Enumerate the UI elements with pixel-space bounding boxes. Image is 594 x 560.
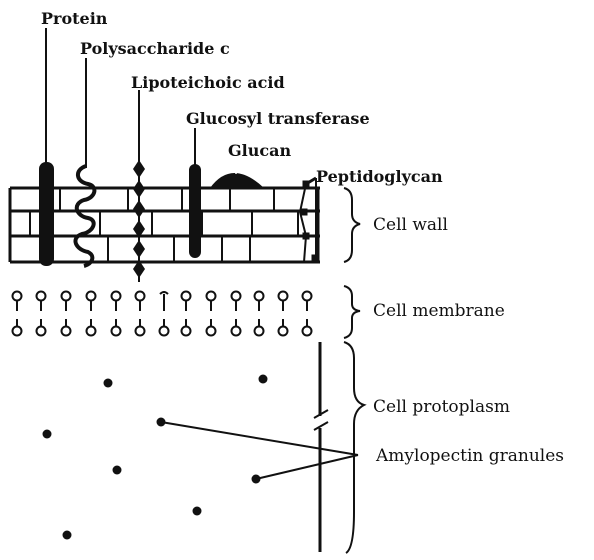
glucosyl-transferase-molecule <box>189 128 201 258</box>
label-cell-membrane: Cell membrane <box>373 301 505 321</box>
phospholipid-up <box>182 292 191 312</box>
phospholipid-down <box>255 319 264 336</box>
phospholipid-down <box>62 319 71 336</box>
brace-cell-protoplasm <box>344 342 364 553</box>
label-cell-wall: Cell wall <box>373 215 448 235</box>
phospholipid-up <box>279 292 288 312</box>
phospholipid-down <box>160 319 169 336</box>
membrane-upper-row <box>13 292 312 312</box>
membrane-lower-row <box>13 319 312 336</box>
cell-wall-layers <box>10 188 320 262</box>
phospholipid-down <box>112 319 121 336</box>
granule-dot <box>113 466 122 475</box>
brick-joints-row-2 <box>30 211 298 236</box>
label-cell-protoplasm: Cell protoplasm <box>373 397 510 417</box>
granule-dot <box>193 507 202 516</box>
label-polysaccharide: Polysaccharide c <box>80 39 230 58</box>
label-lipoteichoic-acid: Lipoteichoic acid <box>131 73 285 92</box>
label-protein: Protein <box>41 9 108 28</box>
brace-cell-wall <box>344 188 360 262</box>
phospholipid-down <box>232 319 241 336</box>
brace-cell-membrane <box>344 286 360 338</box>
region-labels: Cell wall Cell membrane Cell protoplasm … <box>373 215 564 466</box>
amylopectin-leader-lines <box>161 422 358 479</box>
braces <box>344 188 364 553</box>
phospholipid-up <box>62 292 71 312</box>
phospholipid-down <box>87 319 96 336</box>
granule-dot <box>63 531 72 540</box>
label-amylopectin-granules: Amylopectin granules <box>375 446 564 466</box>
granule-dot <box>104 379 113 388</box>
lipoteichoic-molecule <box>133 90 145 282</box>
glucan-dome <box>210 166 264 188</box>
brick-joints-row-1 <box>60 188 274 211</box>
label-glucosyl-transferase: Glucosyl transferase <box>186 109 370 128</box>
protein-molecule <box>39 28 54 266</box>
amylopectin-granules <box>43 375 268 540</box>
phospholipid-up <box>87 292 96 312</box>
phospholipid-down <box>37 319 46 336</box>
phospholipid-down <box>303 319 312 336</box>
granule-dot <box>43 430 52 439</box>
molecule-labels: Protein Polysaccharide c Lipoteichoic ac… <box>41 9 443 186</box>
phospholipid-down <box>136 319 145 336</box>
peptidoglycan-strand <box>300 178 318 262</box>
phospholipid-up <box>303 292 312 312</box>
phospholipid-up <box>112 292 121 312</box>
phospholipid-up <box>37 292 46 312</box>
phospholipid-down <box>182 319 191 336</box>
label-glucan: Glucan <box>228 141 291 160</box>
label-peptidoglycan: Peptidoglycan <box>316 167 443 186</box>
phospholipid-up <box>232 292 241 312</box>
phospholipid-broken <box>160 292 168 311</box>
phospholipid-up <box>136 292 145 312</box>
phospholipid-down <box>207 319 216 336</box>
granule-dot <box>259 375 268 384</box>
phospholipid-down <box>13 319 22 336</box>
phospholipid-down <box>279 319 288 336</box>
phospholipid-up <box>13 292 22 312</box>
phospholipid-up <box>207 292 216 312</box>
phospholipid-up <box>255 292 264 312</box>
